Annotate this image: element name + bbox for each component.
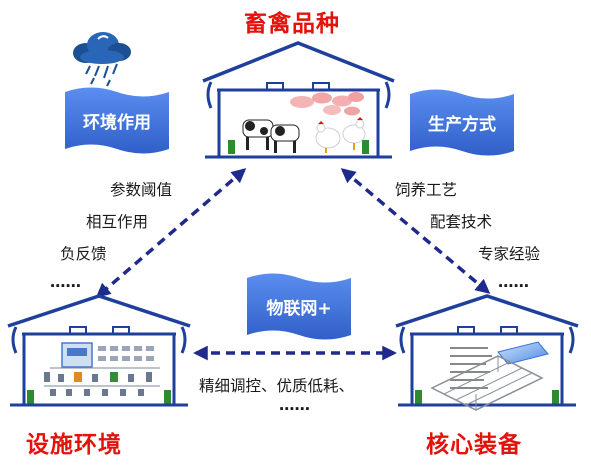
cloud-rain-icon: [73, 32, 131, 87]
flag-environment-label: 环境作用: [83, 113, 151, 133]
edge-left-label-3: 负反馈: [60, 245, 107, 263]
edge-right-label-3: 专家经验: [478, 245, 541, 263]
flag-iot-shape: [247, 273, 351, 340]
edge-bottom-ellipsis: ……: [279, 396, 310, 414]
node-title-right: 核心装备: [426, 432, 522, 458]
node-title-left: 设施环境: [26, 432, 122, 458]
node-title-top: 畜禽品种: [244, 11, 340, 37]
flag-environment-shape: [65, 87, 169, 154]
edge-left-label-2: 相互作用: [86, 213, 149, 231]
edge-bottom-label-1: 精细调控、优质低耗、: [199, 377, 355, 395]
edge-right-ellipsis: ……: [498, 273, 529, 291]
edge-right-label-1: 饲养工艺: [395, 181, 458, 199]
house-left: [7, 294, 191, 407]
edge-left-label-1: 参数阈值: [110, 181, 173, 199]
control-cabinet-image: [44, 342, 160, 396]
edge-right-label-2: 配套技术: [430, 213, 493, 231]
edge-left-ellipsis: ……: [50, 273, 81, 291]
flag-production-shape: [410, 89, 514, 156]
livestock-image: [242, 92, 366, 153]
flag-iot-label: 物联网+: [266, 299, 332, 319]
arrow-top-left: [95, 168, 247, 298]
house-top: [202, 41, 395, 159]
flag-production-label: 生产方式: [428, 115, 496, 135]
equipment-drawing-image: [430, 341, 549, 411]
arrow-top-right: [340, 168, 491, 294]
